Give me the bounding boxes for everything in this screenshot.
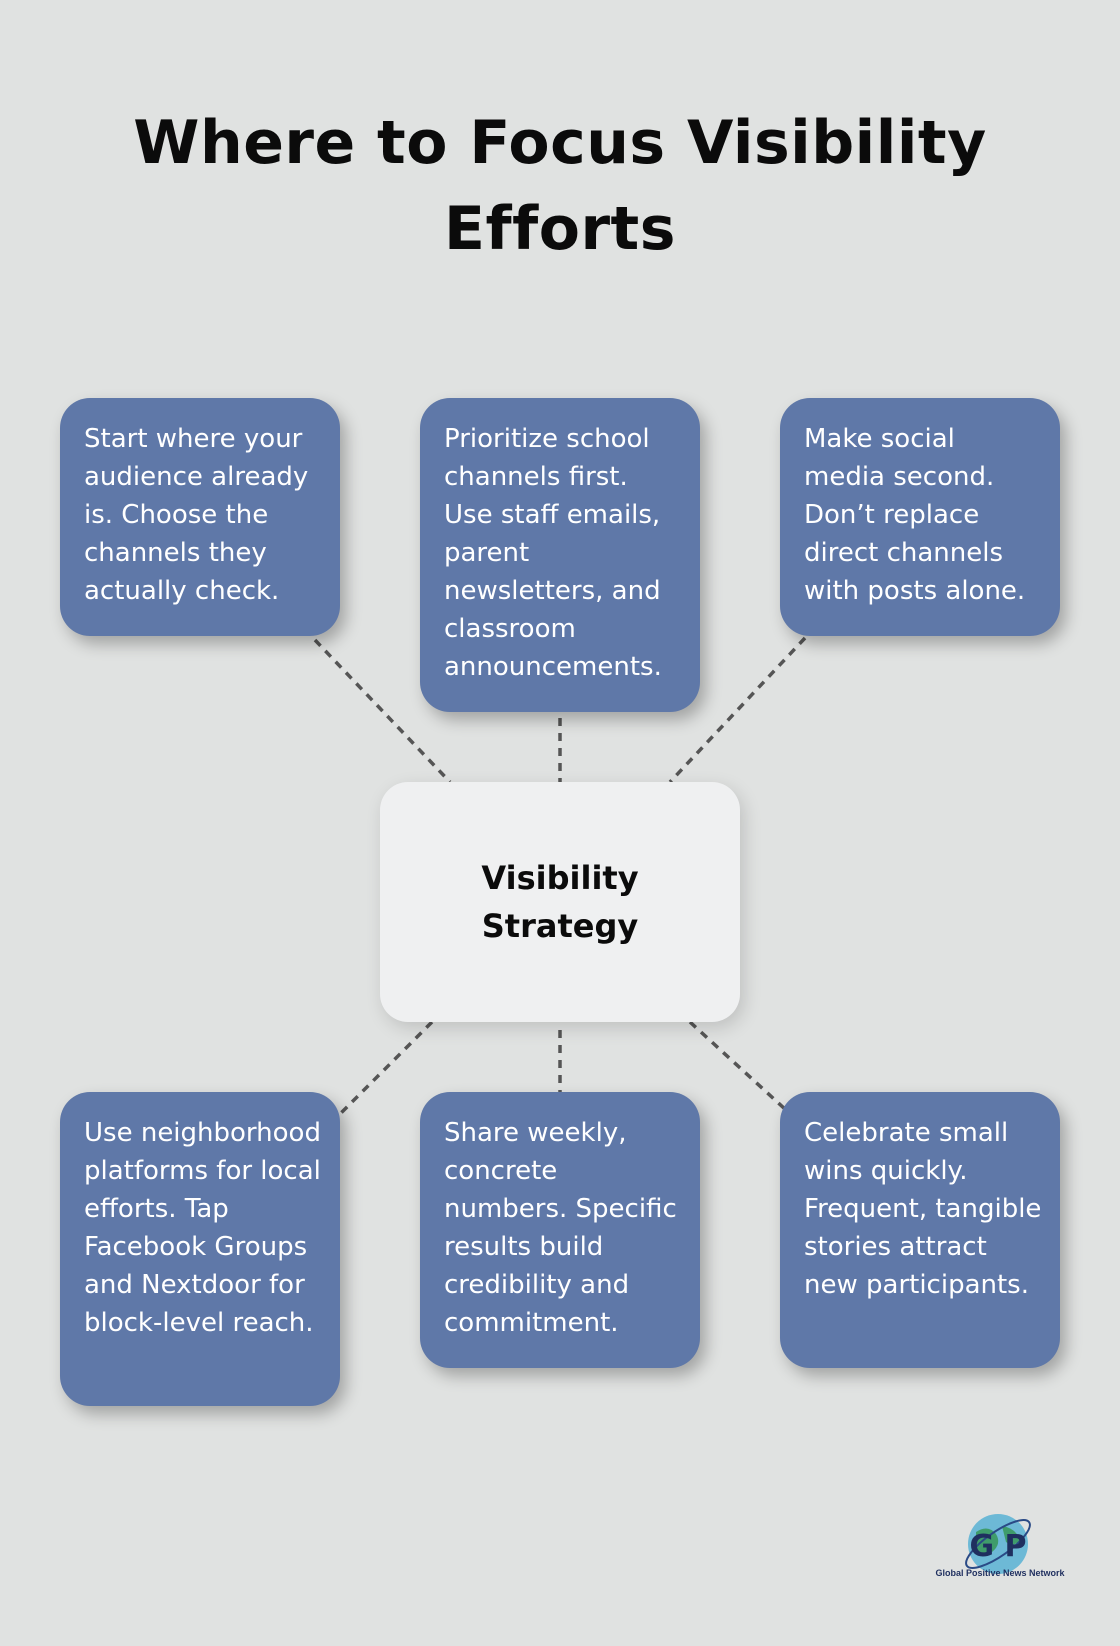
connector-social-media <box>668 636 807 784</box>
center-label: Visibility Strategy <box>481 859 639 945</box>
card-social-media: Make social media second. Don’t replace … <box>780 398 1060 636</box>
card-weekly-numbers: Share weekly, concrete numbers. Specific… <box>420 1092 700 1368</box>
card-text: Celebrate small wins quickly. Frequent, … <box>804 1118 1042 1300</box>
logo-letters: G P <box>969 1529 1026 1564</box>
card-text: Use neighborhood platforms for local eff… <box>84 1118 321 1338</box>
page-title: Where to Focus Visibility Efforts <box>133 108 987 264</box>
globe-logo-icon: G P <box>965 1514 1031 1574</box>
connector-audience <box>313 638 452 784</box>
card-neighborhood: Use neighborhood platforms for local eff… <box>60 1092 340 1406</box>
connector-small-wins <box>688 1020 788 1112</box>
card-text: Prioritize school channels first. Use st… <box>444 424 662 682</box>
logo-caption: Global Positive News Network <box>935 1568 1065 1578</box>
center-node: Visibility Strategy <box>380 782 740 1022</box>
connector-neighborhood <box>336 1020 434 1118</box>
card-school-channels: Prioritize school channels first. Use st… <box>420 398 700 712</box>
card-text: Make social media second. Don’t replace … <box>804 424 1026 606</box>
card-audience: Start where your audience already is. Ch… <box>60 398 340 636</box>
card-text: Start where your audience already is. Ch… <box>84 424 309 606</box>
card-small-wins: Celebrate small wins quickly. Frequent, … <box>780 1092 1060 1368</box>
card-text: Share weekly, concrete numbers. Specific… <box>444 1118 677 1338</box>
